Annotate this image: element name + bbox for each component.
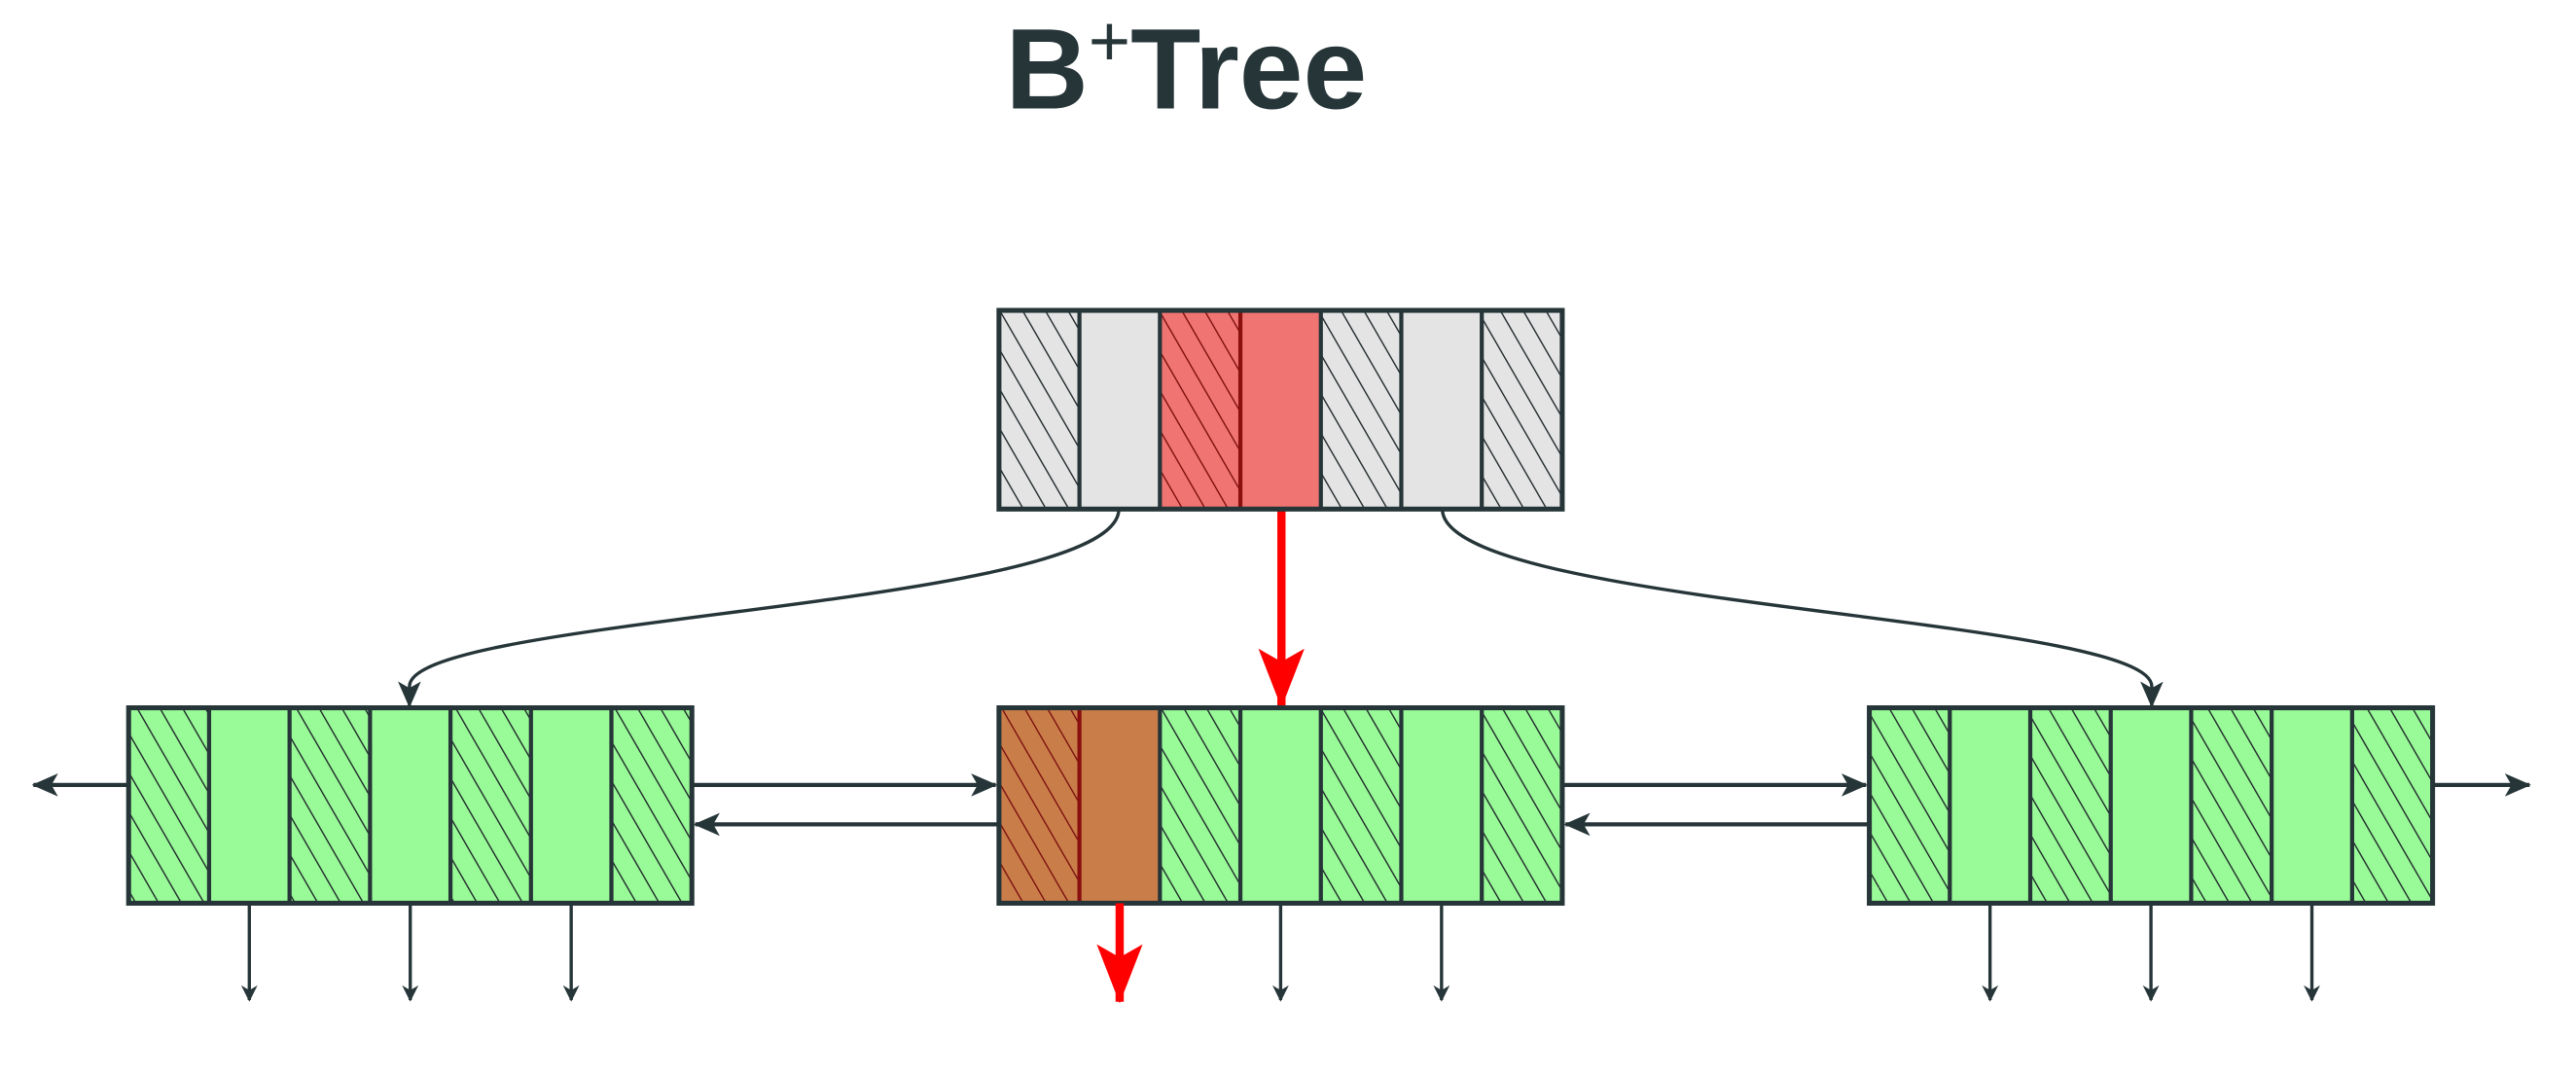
title-superscript: +	[1089, 1, 1130, 82]
hatch-overlay	[998, 310, 1080, 510]
pointer-cell-grey	[1401, 310, 1483, 510]
pointer-cell-green	[2110, 707, 2192, 904]
pointer-cell-green	[530, 707, 612, 904]
hatch-overlay	[1869, 707, 1950, 904]
pointer-cell-green	[208, 707, 290, 904]
hatch-overlay	[1320, 310, 1402, 510]
leaf-node-left	[125, 705, 695, 906]
pointer-cell-green	[1401, 707, 1483, 904]
root-to-right-leaf-pointer	[1440, 509, 2164, 708]
hatch-overlay	[1160, 707, 1241, 904]
title-rest: Tree	[1130, 5, 1367, 133]
pointer-cell-grey	[1079, 310, 1161, 510]
root-node	[996, 307, 1565, 512]
hatch-overlay	[1320, 707, 1402, 904]
leaf-node-right	[1867, 705, 2436, 906]
hatch-overlay	[289, 707, 371, 904]
title-base: B	[1005, 5, 1088, 133]
hatch-overlay	[2351, 707, 2433, 904]
leaf-node-middle	[996, 705, 1565, 906]
root-to-left-leaf-pointer	[398, 509, 1121, 708]
nodes	[125, 307, 2436, 1004]
hatch-overlay	[1160, 310, 1241, 510]
hatch-overlay	[2030, 707, 2111, 904]
pointer-cell-orange	[1079, 707, 1161, 904]
hatch-overlay	[2191, 707, 2272, 904]
pointer-cell-green	[1950, 707, 2031, 904]
hatch-overlay	[128, 707, 209, 904]
hatch-overlay	[1482, 310, 1562, 510]
pointer-cell-green	[2272, 707, 2352, 904]
node-border	[996, 307, 1565, 512]
pointer-cell-red	[1240, 310, 1321, 510]
pointer-cell-green	[1240, 707, 1321, 904]
page-title: B+Tree	[1005, 1, 1367, 134]
hatch-overlay	[998, 707, 1080, 904]
hatch-overlay	[1482, 707, 1562, 904]
hatch-overlay	[611, 707, 693, 904]
hatch-overlay	[450, 707, 531, 904]
pointer-cell-green	[370, 707, 451, 904]
links	[31, 509, 2531, 987]
